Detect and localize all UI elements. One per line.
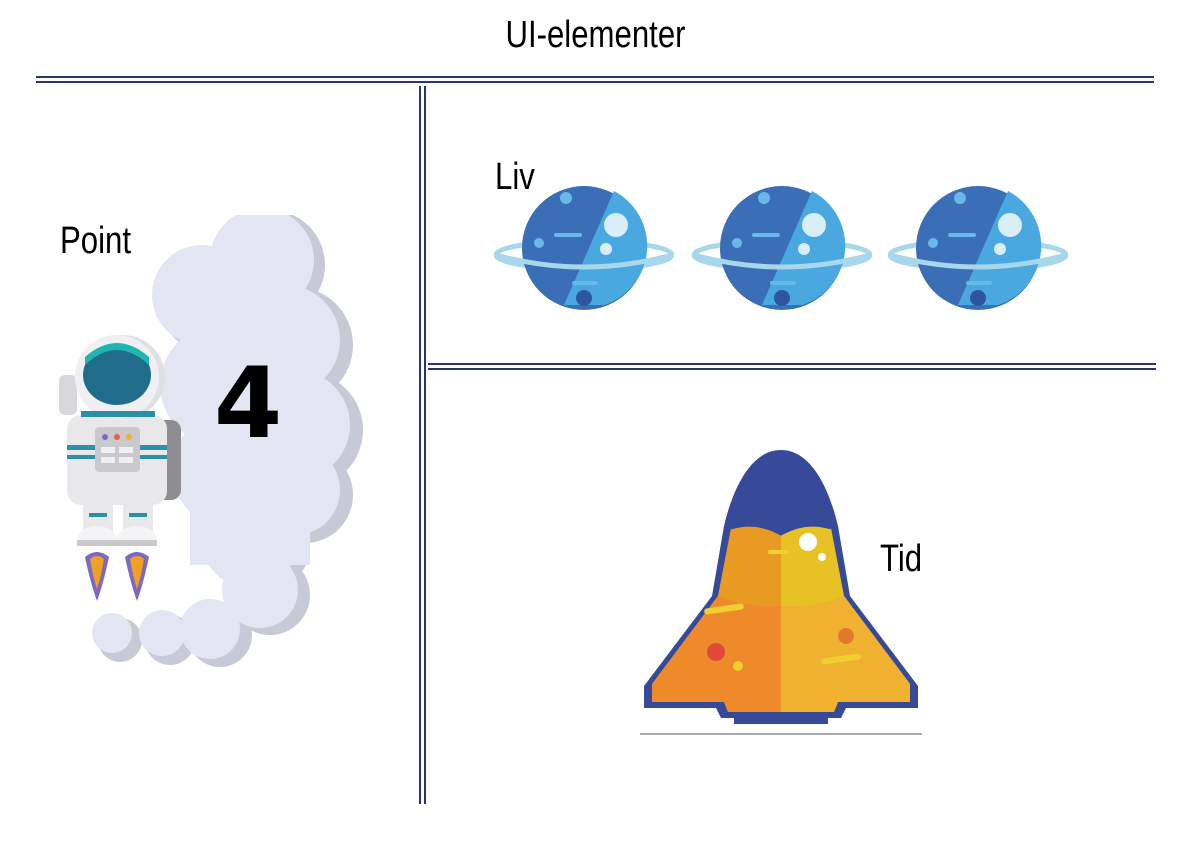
panel-divider-vertical [419, 86, 426, 804]
score-value: 4 [214, 347, 283, 461]
smoke-cloud [92, 215, 363, 667]
rocket-icon [640, 450, 922, 735]
astronaut-icon [59, 335, 181, 601]
lives-label: Liv [495, 156, 535, 198]
header-divider [36, 76, 1154, 83]
planet-icon [494, 186, 674, 310]
planet-icon [692, 186, 872, 310]
planet-icon [888, 186, 1068, 310]
time-label: Tid [880, 538, 923, 580]
panel-divider-horizontal [428, 363, 1156, 370]
page-title: UI-elementer [505, 14, 686, 56]
score-label: Point [60, 220, 132, 262]
